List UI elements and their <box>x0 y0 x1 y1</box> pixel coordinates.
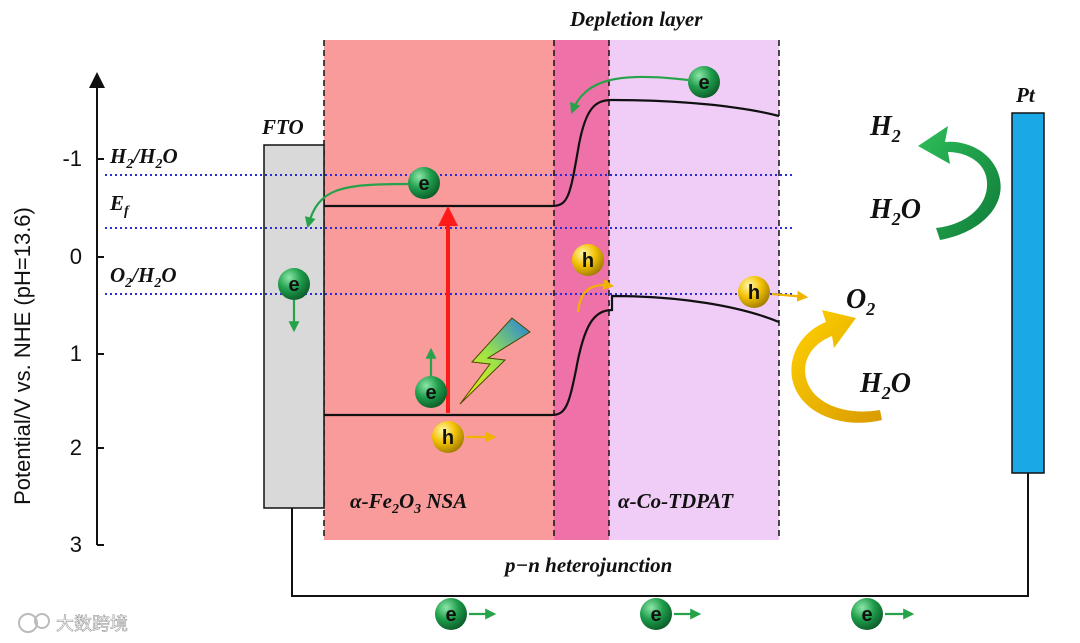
svg-text:e: e <box>445 604 456 626</box>
electron-paths <box>288 75 689 376</box>
pt-label: Pt <box>1015 83 1036 107</box>
co-tdpat-label: α-Co-TDPAT <box>618 489 734 513</box>
h2o-oxidation-reactant-label: H2O <box>859 368 911 403</box>
hole-particle: h <box>432 421 464 453</box>
hole-particle: h <box>738 276 770 308</box>
band-edges <box>324 98 780 417</box>
lightning-icon <box>459 317 531 405</box>
circuit-electron: e <box>640 598 702 630</box>
svg-text:h: h <box>748 282 760 304</box>
svg-text:e: e <box>698 72 709 94</box>
o2-product-label: O2 <box>846 284 875 319</box>
electron-particle: e <box>408 167 440 199</box>
hole-paths <box>466 279 809 443</box>
conduction-band <box>324 98 780 208</box>
hole-particle: h <box>572 244 604 276</box>
tick-label: 1 <box>70 341 82 366</box>
electron-particle: e <box>278 268 310 300</box>
y-axis-title: Potential/V vs. NHE (pH=13.6) <box>10 207 35 505</box>
svg-text:e: e <box>861 604 872 626</box>
reduction-arc-arrow <box>918 126 1001 240</box>
pt-electrode <box>1011 112 1045 474</box>
pn-heterojunction-label: p−n heterojunction <box>503 553 672 577</box>
h2-h2o-level-label: H2/H2O <box>109 144 178 172</box>
o2-h2o-level-label: O2/H2O <box>110 263 177 291</box>
tick-label: 3 <box>70 532 82 557</box>
svg-text:e: e <box>650 604 661 626</box>
svg-text:e: e <box>288 274 299 296</box>
oxidation-arc-arrow <box>791 310 882 423</box>
tick-label: 0 <box>70 244 82 269</box>
circuit-electron: e <box>435 598 497 630</box>
fe2o3-region <box>324 40 554 540</box>
circuit-electron: e <box>851 598 915 630</box>
external-circuit <box>291 473 1029 597</box>
fto-label: FTO <box>261 115 304 139</box>
electron-particle: e <box>415 376 447 408</box>
svg-text:大数跨境: 大数跨境 <box>56 614 128 635</box>
fermi-level-label: Ef <box>109 191 130 219</box>
junction-region <box>554 40 609 540</box>
h2-product-label: H2 <box>869 111 901 146</box>
fe2o3-label: α-Fe2O3 NSA <box>350 489 467 517</box>
tick-label: 2 <box>70 435 82 460</box>
electron-particle: e <box>688 66 720 98</box>
svg-text:e: e <box>425 382 436 404</box>
y-ticks <box>97 158 104 546</box>
tick-label: -1 <box>62 146 82 171</box>
valence-band <box>324 294 780 417</box>
h2o-reactant-label: H2O <box>869 194 921 229</box>
depletion-layer-label: Depletion layer <box>569 7 703 31</box>
svg-text:e: e <box>418 173 429 195</box>
svg-text:h: h <box>442 427 454 449</box>
watermark: 大数跨境 <box>18 613 128 635</box>
svg-text:h: h <box>582 250 594 272</box>
